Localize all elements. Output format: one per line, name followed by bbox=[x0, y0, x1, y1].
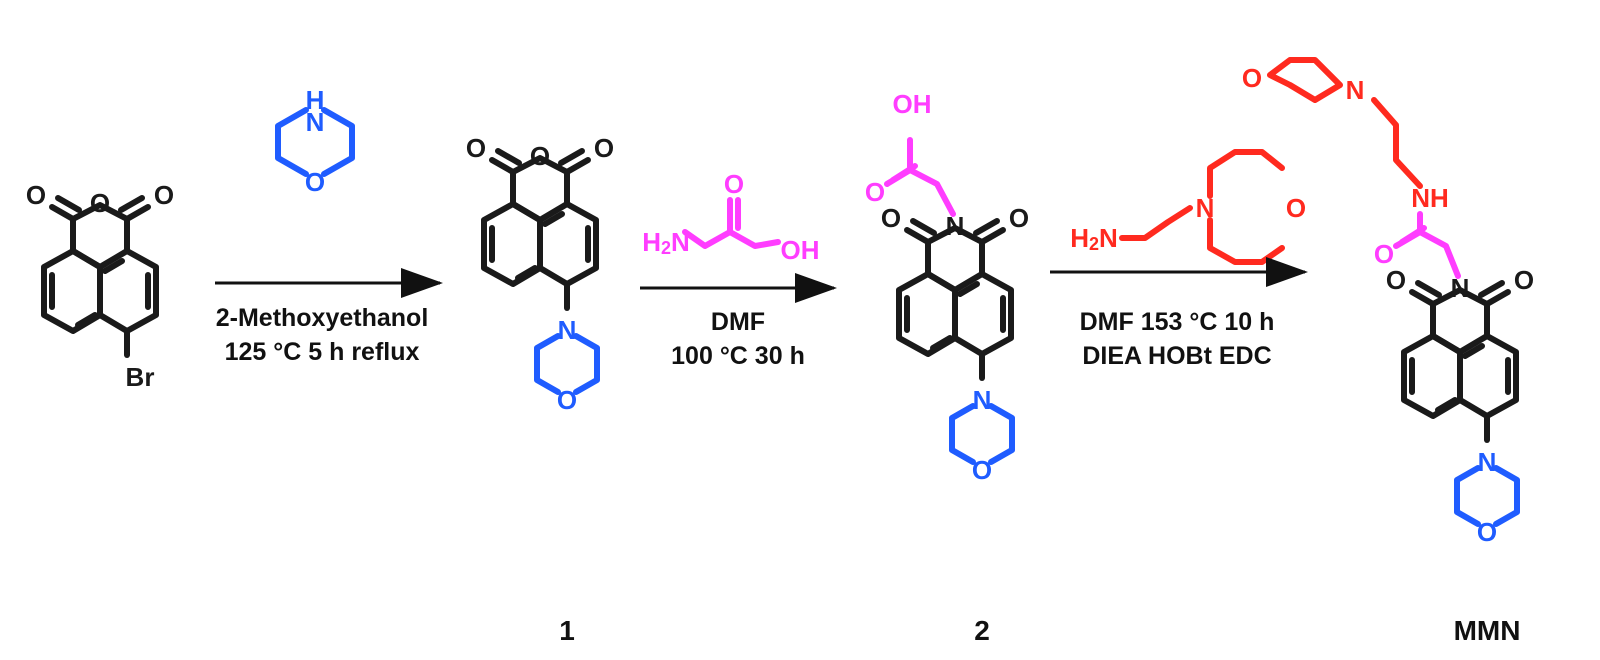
atom-n: N bbox=[558, 315, 577, 345]
atom-o: O bbox=[972, 455, 992, 485]
atom-n: N bbox=[1346, 75, 1365, 105]
atom-br: Br bbox=[126, 362, 155, 392]
atom-o: O bbox=[26, 180, 46, 210]
atom-o: O bbox=[305, 167, 325, 197]
glycine-reagent: H2N O OH bbox=[642, 169, 819, 265]
morpholine-reagent: H N O bbox=[275, 85, 355, 197]
atom-o: O bbox=[1009, 203, 1029, 233]
compound-1-label: 1 bbox=[559, 615, 575, 646]
atom-o: O bbox=[1374, 239, 1394, 269]
atom-nh: NH bbox=[1411, 183, 1449, 213]
step3-condition-line2: DIEA HOBt EDC bbox=[1082, 342, 1271, 370]
atom-o: O bbox=[1386, 265, 1406, 295]
step1-condition-line1: 2-Methoxyethanol bbox=[216, 304, 429, 332]
step1-condition-line2: 125 °C 5 h reflux bbox=[225, 338, 420, 366]
atom-oh: OH bbox=[781, 235, 820, 265]
product-mmn-structure: N O O O NH N O N O bbox=[1242, 57, 1534, 547]
atom-o: O bbox=[1514, 265, 1534, 295]
compound-1-structure: O O O N O bbox=[466, 133, 614, 415]
atom-h2n: H2N bbox=[642, 227, 690, 258]
atom-h2n: H2N bbox=[1070, 223, 1118, 254]
atom-o: O bbox=[1242, 63, 1262, 93]
atom-o: O bbox=[530, 141, 550, 171]
compound-2-label: 2 bbox=[974, 615, 990, 646]
atom-o: O bbox=[724, 169, 744, 199]
step3-condition-line1: DMF 153 °C 10 h bbox=[1080, 308, 1275, 336]
atom-h: H bbox=[306, 85, 325, 115]
atom-n: N bbox=[1451, 273, 1470, 303]
atom-n: N bbox=[1196, 193, 1215, 223]
atom-o: O bbox=[90, 188, 110, 218]
step2-condition-line2: 100 °C 30 h bbox=[671, 342, 805, 370]
atom-o: O bbox=[154, 180, 174, 210]
compound-2-structure: N O O OH O N O bbox=[865, 89, 1029, 485]
product-mmn-label: MMN bbox=[1454, 615, 1521, 646]
atom-n: N bbox=[306, 107, 325, 137]
atom-oh: OH bbox=[893, 89, 932, 119]
atom-n: N bbox=[1478, 447, 1497, 477]
atom-o: O bbox=[1477, 517, 1497, 547]
starting-material-structure: O O O Br bbox=[26, 180, 174, 392]
atom-n: N bbox=[973, 385, 992, 415]
aminoethylmorpholine-reagent: H2N N O bbox=[1070, 149, 1306, 265]
atom-o: O bbox=[594, 133, 614, 163]
atom-o: O bbox=[1286, 193, 1306, 223]
atom-o: O bbox=[865, 177, 885, 207]
step2-condition-line1: DMF bbox=[711, 308, 765, 336]
atom-n: N bbox=[946, 211, 965, 241]
atom-o: O bbox=[881, 203, 901, 233]
atom-o: O bbox=[557, 385, 577, 415]
atom-o: O bbox=[466, 133, 486, 163]
